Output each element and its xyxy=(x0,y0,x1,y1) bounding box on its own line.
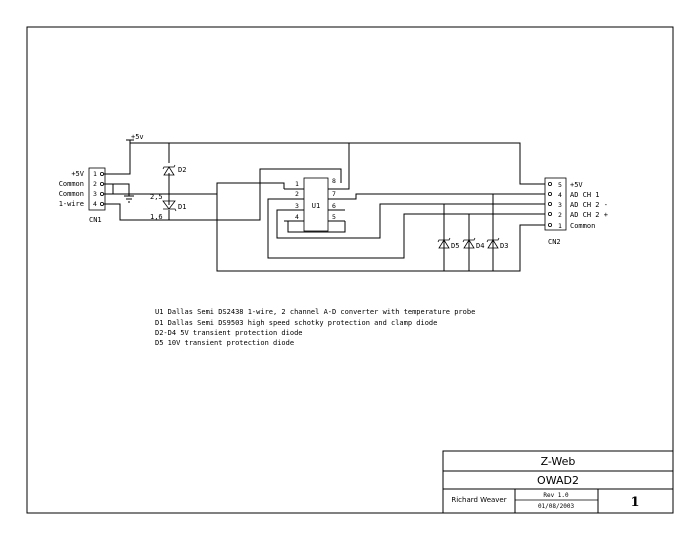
cn2-body xyxy=(544,177,567,231)
connector-cn1: +5V Common Common 1-wire 1 2 3 4 CN1 xyxy=(59,167,106,224)
wires-u1 xyxy=(216,142,545,272)
cn1-pin-3-label: Common xyxy=(59,190,84,198)
cn2-pin-1-label: Common xyxy=(570,222,595,230)
power-label: +5v xyxy=(131,133,144,141)
notes: U1 Dallas Semi DS2438 1-wire, 2 channel … xyxy=(155,308,475,347)
cn1-pin-3-num: 3 xyxy=(93,190,97,198)
tb-author: Richard Weaver xyxy=(451,496,506,504)
tb-title: OWAD2 xyxy=(537,474,579,487)
cn1-pin-1-num: 1 xyxy=(93,170,97,178)
cn2-pin-4-num: 4 xyxy=(558,191,562,199)
diode-d4: D4 xyxy=(462,237,484,250)
cn1-pin-4-label: 1-wire xyxy=(59,200,84,208)
cn1-body xyxy=(88,167,106,211)
d4-label: D4 xyxy=(476,242,484,250)
note-line: D2-D4 5V transient protection diode xyxy=(155,329,303,337)
cn2-pin-1-num: 1 xyxy=(558,222,562,230)
d1-pin-b: 1,6 xyxy=(150,213,163,221)
cn2-pin-4-label: AD CH 1 xyxy=(570,191,600,199)
u1-ref: U1 xyxy=(312,202,320,210)
d3-label: D3 xyxy=(500,242,508,250)
u1-pin-4: 4 xyxy=(295,213,299,221)
tb-date: 01/08/2003 xyxy=(538,503,575,510)
d1-pin-a: 2,5 xyxy=(150,193,163,201)
u1-pin-5: 5 xyxy=(332,213,336,221)
cn2-ref: CN2 xyxy=(548,238,561,246)
sheet-border xyxy=(26,26,674,514)
cn1-ref: CN1 xyxy=(89,216,102,224)
cn2-pin-2-label: AD CH 2 + xyxy=(570,211,608,219)
u1-pin-7: 7 xyxy=(332,190,336,198)
cn1-pin-2-num: 2 xyxy=(93,180,97,188)
cn2-pin-5-label: +5V xyxy=(570,181,583,189)
cn1-pin-2-label: Common xyxy=(59,180,84,188)
cn1-pin-1-label: +5V xyxy=(71,170,84,178)
title-block: Z-Web OWAD2 Richard Weaver Rev 1.0 01/08… xyxy=(442,450,674,514)
cn2-pin-2-num: 2 xyxy=(558,211,562,219)
u1-body xyxy=(303,177,329,232)
diode-d2: D2 xyxy=(162,164,186,176)
tb-rev: Rev 1.0 xyxy=(543,492,569,499)
diode-d5: D5 xyxy=(437,237,459,250)
note-line: D5 10V transient protection diode xyxy=(155,339,294,347)
connector-cn2: 5 4 3 2 1 +5V AD CH 1 AD CH 2 - AD CH 2 … xyxy=(544,177,608,246)
u1-pin-1: 1 xyxy=(295,180,299,188)
note-line: U1 Dallas Semi DS2438 1-wire, 2 channel … xyxy=(155,308,475,316)
d2-label: D2 xyxy=(178,166,186,174)
ic-u1: U1 1 2 3 4 8 7 6 5 xyxy=(284,177,345,232)
tb-sheet: 1 xyxy=(630,495,639,510)
diode-d1: D1 2,5 1,6 xyxy=(150,193,186,221)
u1-pin-3: 3 xyxy=(295,202,299,210)
cn1-pin-4-num: 4 xyxy=(93,200,97,208)
d5-label: D5 xyxy=(451,242,459,250)
u1-pin-8: 8 xyxy=(332,177,336,185)
tb-company: Z-Web xyxy=(541,455,576,468)
u1-pin-2: 2 xyxy=(295,190,299,198)
cn2-pin-5-num: 5 xyxy=(558,181,562,189)
d1-label: D1 xyxy=(178,203,186,211)
diode-d3: D3 xyxy=(486,237,508,250)
cn2-pin-3-label: AD CH 2 - xyxy=(570,201,608,209)
u1-pin-6: 6 xyxy=(332,202,336,210)
cn2-pin-3-num: 3 xyxy=(558,201,562,209)
note-line: D1 Dallas Semi DS9503 high speed schotky… xyxy=(155,319,437,327)
